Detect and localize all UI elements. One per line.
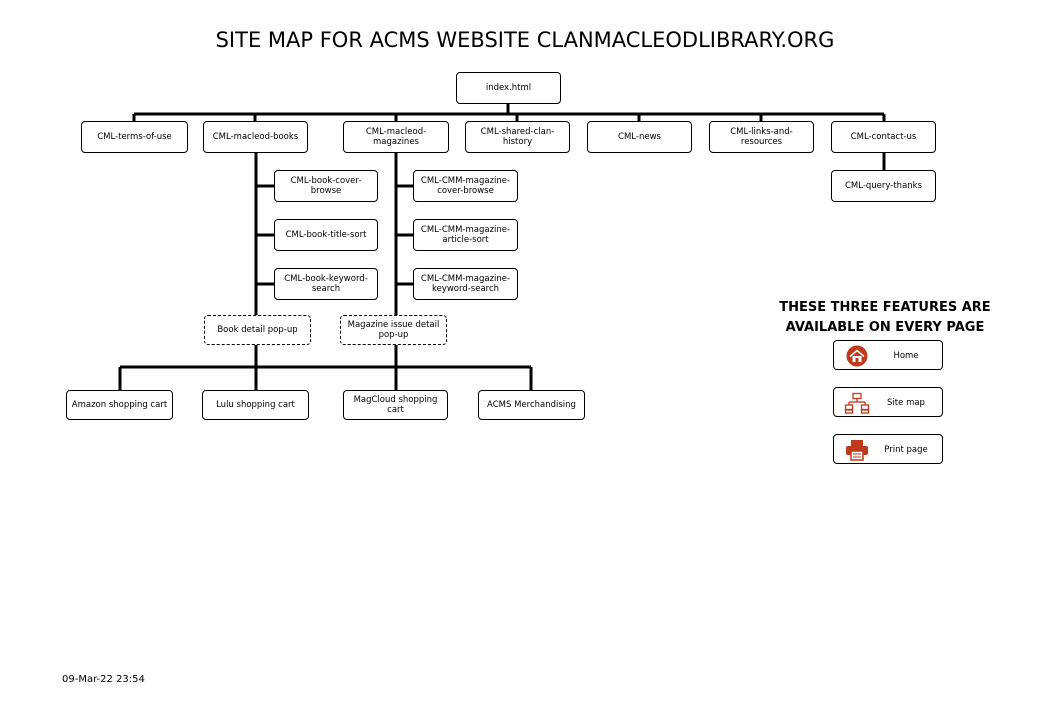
- macleod-books-node[interactable]: CML-macleod-books: [203, 121, 308, 153]
- terms-of-use-node[interactable]: CML-terms-of-use: [81, 121, 188, 153]
- book-cover-browse-node[interactable]: CML-book-cover-browse: [274, 170, 378, 202]
- lulu-cart-node[interactable]: Lulu shopping cart: [202, 390, 309, 420]
- book-keyword-search-node[interactable]: CML-book-keyword-search: [274, 268, 378, 300]
- magazine-detail-popup-node[interactable]: Magazine issue detail pop-up: [340, 315, 447, 345]
- sitemap-feature-button[interactable]: Site map: [833, 387, 943, 417]
- sitemap-feature-label: Site map: [887, 398, 925, 408]
- page-title: SITE MAP FOR ACMS WEBSITE CLANMACLEODLIB…: [215, 28, 835, 52]
- features-heading: THESE THREE FEATURES ARE AVAILABLE ON EV…: [779, 300, 991, 335]
- sitemap-icon: [844, 392, 870, 414]
- timestamp: 09-Mar-22 23:54: [62, 674, 145, 685]
- index-node[interactable]: index.html: [456, 72, 561, 104]
- acms-merchandising-node[interactable]: ACMS Merchandising: [478, 390, 585, 420]
- home-icon: [844, 345, 870, 367]
- magazine-keyword-search-node[interactable]: CML-CMM-magazine-keyword-search: [413, 268, 518, 300]
- magazine-article-sort-node[interactable]: CML-CMM-magazine-article-sort: [413, 219, 518, 251]
- shared-clan-history-node[interactable]: CML-shared-clan-history: [465, 121, 570, 153]
- printer-icon: [844, 439, 870, 461]
- links-and-resources-node[interactable]: CML-links-and-resources: [709, 121, 814, 153]
- magcloud-cart-node[interactable]: MagCloud shopping cart: [343, 390, 448, 420]
- print-feature-button[interactable]: Print page: [833, 434, 943, 464]
- amazon-cart-node[interactable]: Amazon shopping cart: [66, 390, 173, 420]
- home-feature-button[interactable]: Home: [833, 340, 943, 370]
- home-feature-label: Home: [893, 351, 919, 361]
- book-detail-popup-node[interactable]: Book detail pop-up: [204, 315, 311, 345]
- contact-us-node[interactable]: CML-contact-us: [831, 121, 936, 153]
- magazine-cover-browse-node[interactable]: CML-CMM-magazine-cover-browse: [413, 170, 518, 202]
- macleod-magazines-node[interactable]: CML-macleod-magazines: [343, 121, 449, 153]
- book-title-sort-node[interactable]: CML-book-title-sort: [274, 219, 378, 251]
- query-thanks-node[interactable]: CML-query-thanks: [831, 170, 936, 202]
- print-feature-label: Print page: [884, 445, 928, 455]
- news-node[interactable]: CML-news: [587, 121, 692, 153]
